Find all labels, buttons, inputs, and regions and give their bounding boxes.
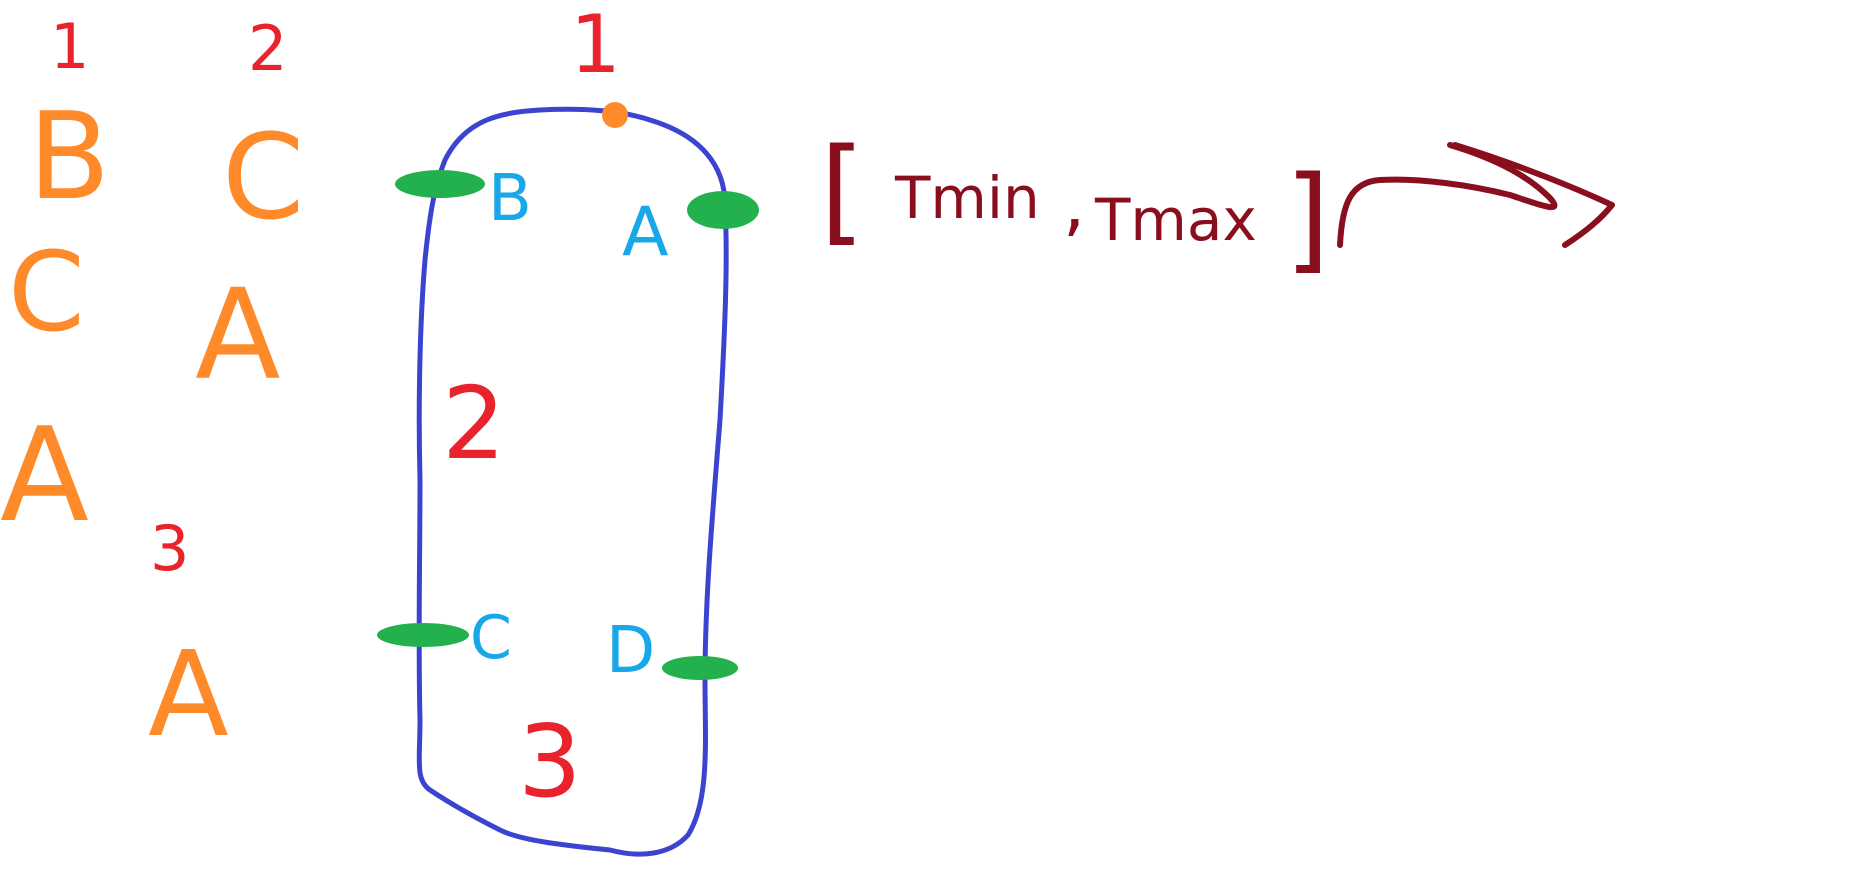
col3-item-1: A [148, 625, 229, 763]
col2-item-2: A [195, 263, 281, 408]
point-label-D: D [606, 614, 655, 688]
interval-expression: [ Tmin , Tmax ] [820, 124, 1330, 286]
interval-tmin: Tmin [894, 164, 1040, 232]
col2-header: 2 [248, 12, 287, 85]
marker-D [662, 656, 738, 680]
marker-B [395, 170, 485, 198]
col1-item-3: A [0, 399, 89, 551]
curved-arrow-right-icon [1337, 142, 1615, 248]
point-label-A: A [622, 193, 669, 272]
point-label-B: B [488, 162, 532, 236]
loop-top-label: 1 [570, 0, 621, 91]
col3-header: 3 [150, 512, 189, 585]
top-marker [602, 102, 628, 128]
marker-A [687, 191, 759, 229]
loop-bottom-label: 3 [518, 703, 582, 820]
loop-left-label: 2 [442, 365, 506, 482]
interval-close-bracket: ] [1285, 152, 1330, 286]
col1-item-2: C [8, 228, 85, 356]
point-label-C: C [470, 603, 512, 673]
interval-tmax: Tmax [1094, 186, 1257, 254]
track-loop [416, 106, 729, 857]
left-columns: 1 B C A 2 C A 3 A [0, 10, 304, 763]
col1-header: 1 [50, 10, 89, 83]
col2-item-1: C [222, 108, 304, 246]
interval-comma: , [1063, 163, 1085, 245]
interval-open-bracket: [ [820, 124, 865, 258]
marker-C [377, 623, 469, 647]
col1-item-1: B [28, 88, 110, 227]
